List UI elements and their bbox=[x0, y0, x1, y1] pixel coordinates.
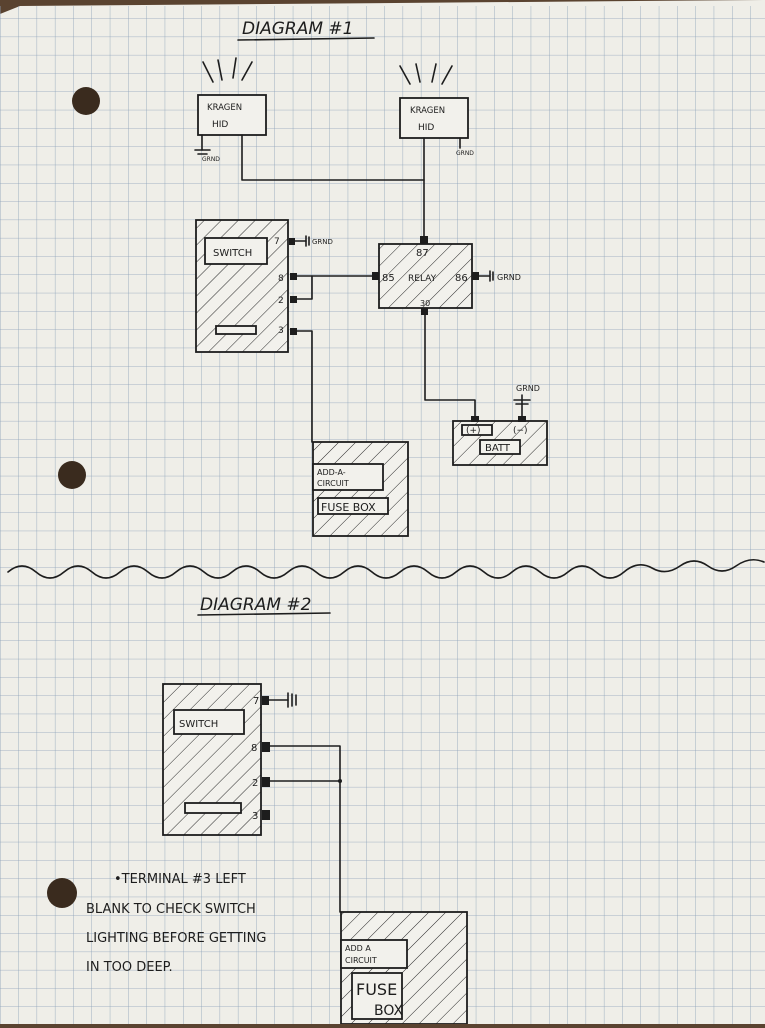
hid-lamp-right: KRAGEN HID GRND bbox=[399, 63, 474, 157]
fuse-2-tag-line1: ADD A bbox=[345, 944, 371, 953]
battery: (+) (−) BATT GRND bbox=[452, 384, 548, 466]
relay-pin-30: 30 bbox=[420, 299, 430, 308]
relay-pin-86: 86 bbox=[455, 273, 468, 284]
fuse-1-label: FUSE BOX bbox=[321, 501, 376, 514]
fuse-2-label-line2: BOX bbox=[374, 1003, 403, 1019]
note-line-4: IN TOO DEEP. bbox=[86, 960, 173, 975]
fuse-box-1: ADD-A- CIRCUIT FUSE BOX bbox=[312, 441, 409, 537]
binder-hole bbox=[72, 87, 100, 115]
relay-label: RELAY bbox=[408, 274, 437, 284]
fuse-box-2: ADD A CIRCUIT FUSE BOX bbox=[340, 911, 468, 1025]
section-divider bbox=[7, 558, 765, 579]
switch-1-pin-2: 2 bbox=[278, 296, 284, 306]
battery-ground-label: GRND bbox=[516, 384, 540, 393]
switch-2-pin-2: 2 bbox=[252, 778, 258, 789]
lamp-left-type: HID bbox=[212, 120, 228, 130]
fuse-1-tag-line1: ADD-A- bbox=[317, 468, 346, 477]
battery-negative: (−) bbox=[513, 426, 528, 436]
switch-1-pin-3: 3 bbox=[278, 326, 284, 336]
note-line-3: LIGHTING BEFORE GETTING bbox=[86, 931, 266, 946]
switch-1-ground-label: GRND bbox=[312, 238, 333, 246]
note-line-2: BLANK TO CHECK SWITCH bbox=[86, 902, 256, 917]
binder-hole bbox=[58, 461, 86, 489]
binder-hole bbox=[47, 878, 77, 908]
fuse-2-tag-line2: CIRCUIT bbox=[345, 956, 377, 965]
relay: 87 85 RELAY 86 GRND 30 bbox=[372, 236, 521, 315]
hid-lamp-left: KRAGEN HID GRND bbox=[194, 57, 267, 163]
diagram-2: DIAGRAM #2 SWITCH 7 8 2 3 •TERMINA bbox=[86, 595, 468, 1025]
relay-pin-87: 87 bbox=[416, 248, 429, 259]
lamp-right-type: HID bbox=[418, 123, 434, 133]
note-line-1: •TERMINAL #3 LEFT bbox=[114, 872, 246, 887]
note: •TERMINAL #3 LEFT BLANK TO CHECK SWITCH … bbox=[86, 872, 266, 975]
battery-label: BATT bbox=[485, 443, 511, 454]
lamp-right-ground-label: GRND bbox=[456, 150, 474, 157]
fuse-2-label-line1: FUSE bbox=[356, 980, 397, 999]
switch-1-pin-8: 8 bbox=[278, 274, 284, 284]
switch-2-pin-7: 7 bbox=[253, 696, 259, 707]
switch-1-label: SWITCH bbox=[213, 248, 252, 259]
switch-2-pin-3: 3 bbox=[252, 811, 258, 822]
switch-2: SWITCH 7 8 2 3 bbox=[162, 683, 297, 836]
switch-1: SWITCH 7 8 2 3 GRND bbox=[195, 219, 333, 353]
switch-2-pin-8: 8 bbox=[251, 743, 257, 754]
switch-2-label: SWITCH bbox=[179, 719, 218, 730]
diagram-1: DIAGRAM #1 KRAGEN HID GRND KRAGEN HID bbox=[194, 19, 548, 537]
lamp-left-ground-label: GRND bbox=[202, 156, 220, 163]
battery-positive: (+) bbox=[466, 426, 481, 436]
relay-ground-label: GRND bbox=[497, 273, 521, 282]
relay-pin-85: 85 bbox=[382, 273, 395, 284]
fuse-1-tag-line2: CIRCUIT bbox=[317, 479, 349, 488]
lamp-left-label: KRAGEN bbox=[207, 103, 242, 113]
diagram-1-title: DIAGRAM #1 bbox=[242, 19, 353, 39]
diagram-2-title: DIAGRAM #2 bbox=[200, 595, 311, 615]
lamp-right-label: KRAGEN bbox=[410, 106, 445, 116]
switch-1-pin-7: 7 bbox=[274, 237, 280, 247]
